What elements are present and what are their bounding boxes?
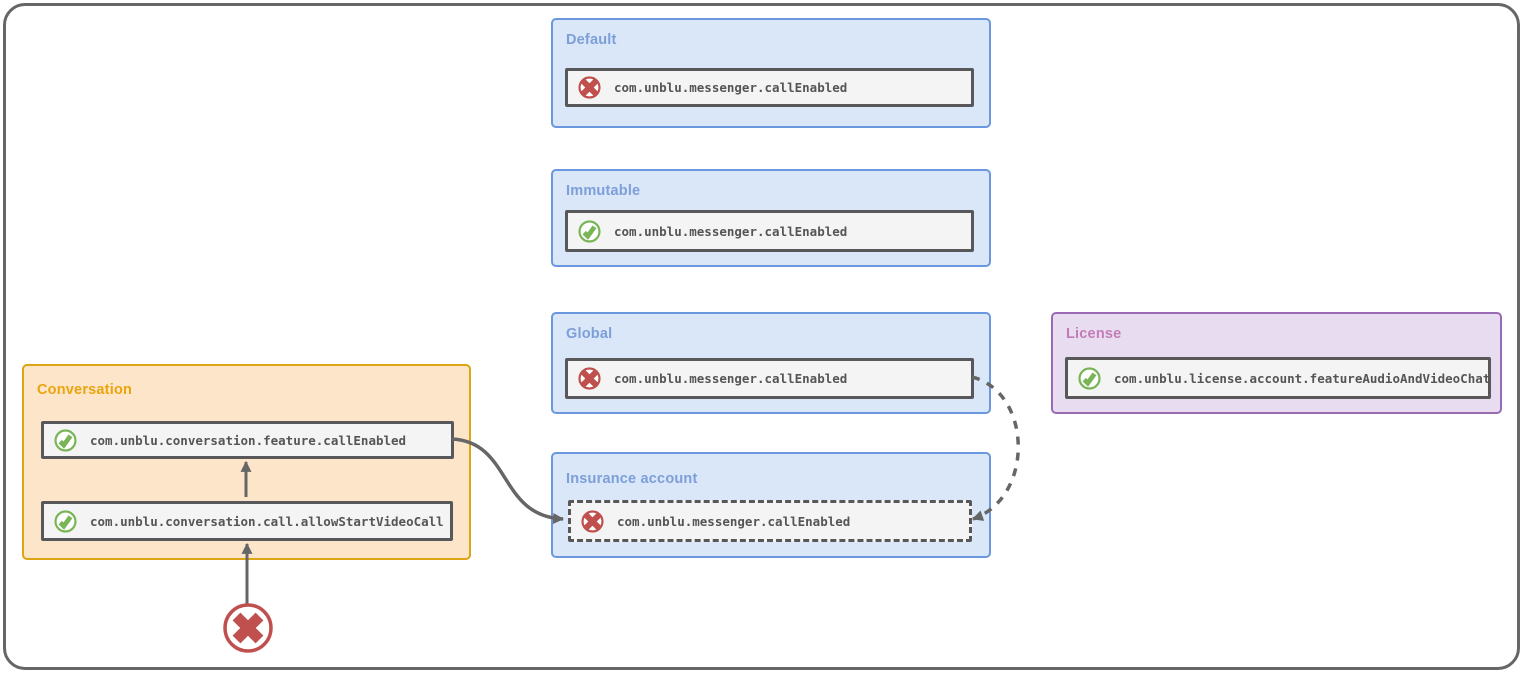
group-license: License com.unblu.license.account.featur… [1051,312,1502,414]
group-insurance-account: Insurance account com.unblu.messenger.ca… [551,452,991,558]
property-conversation-allowstartvideocall: com.unblu.conversation.call.allowStartVi… [41,501,453,541]
property-text: com.unblu.messenger.callEnabled [614,223,848,239]
group-immutable-label: Immutable [566,183,641,199]
group-global: Global com.unblu.messenger.callEnabled [551,312,991,414]
group-global-label: Global [566,326,613,342]
property-text: com.unblu.license.account.featureAudioAn… [1114,370,1491,386]
property-insurance-callenabled: com.unblu.messenger.callEnabled [568,500,972,542]
property-immutable-callenabled: com.unblu.messenger.callEnabled [565,210,974,252]
group-immutable: Immutable com.unblu.messenger.callEnable… [551,169,991,267]
group-license-label: License [1066,326,1122,342]
cross-circle-icon [581,509,604,533]
cross-circle-icon [578,76,601,99]
property-text: com.unblu.messenger.callEnabled [614,371,848,386]
property-text: com.unblu.messenger.callEnabled [617,513,851,529]
property-license-featureaudioandvideochat: com.unblu.license.account.featureAudioAn… [1065,357,1491,399]
group-conversation: Conversation com.unblu.conversation.feat… [22,364,471,560]
group-insurance-account-label: Insurance account [566,471,698,487]
property-text: com.unblu.conversation.feature.callEnabl… [90,432,407,448]
group-default: Default com.unblu.messenger.callEnabled [551,18,991,128]
group-conversation-label: Conversation [37,382,133,398]
check-circle-icon [578,219,601,243]
group-default-label: Default [566,32,617,48]
check-circle-icon [54,428,77,452]
check-circle-icon [1078,366,1101,390]
property-conversation-feature-callenabled: com.unblu.conversation.feature.callEnabl… [41,421,454,459]
property-global-callenabled: com.unblu.messenger.callEnabled [565,358,974,399]
cross-circle-icon [578,367,601,390]
property-text: com.unblu.messenger.callEnabled [614,80,848,95]
diagram-outer-frame [3,3,1520,670]
check-circle-icon [54,509,77,533]
property-text: com.unblu.conversation.call.allowStartVi… [90,513,444,529]
property-default-callenabled: com.unblu.messenger.callEnabled [565,68,974,107]
